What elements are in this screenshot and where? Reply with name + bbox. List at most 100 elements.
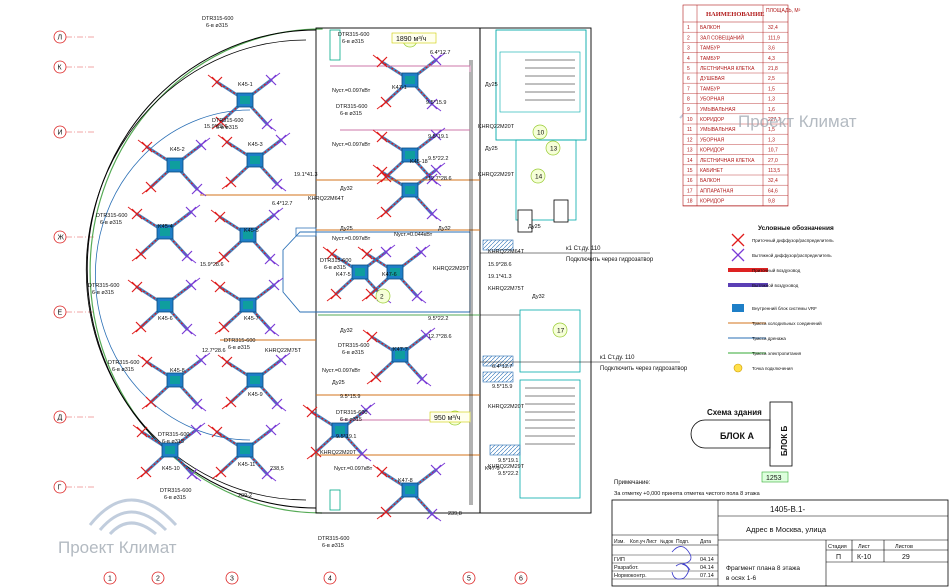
airflow-arrow-icon — [141, 401, 152, 410]
legend-item-label: Точка подключения — [752, 366, 793, 371]
dtr-sublabel: 6-в ø315 — [342, 350, 364, 356]
airflow-arrow-icon — [200, 137, 211, 146]
axis-col-label: 3 — [230, 576, 234, 583]
supply-duct — [381, 134, 437, 180]
scheme-dimension: 1253 — [766, 475, 782, 482]
legend-item-label: Вытяжной диффузор/распределитель — [752, 252, 832, 258]
airflow-arrow-icon — [273, 277, 284, 286]
axis-col-label: 6 — [519, 576, 523, 583]
pipe-size-label: 9.5*22.2 — [498, 471, 519, 477]
branch-label: KHRQ22M20T — [320, 450, 357, 456]
dtr-label: DTR315-600 — [336, 410, 368, 416]
axis-col-bubble — [151, 571, 165, 585]
dtr-label: DTR315-600 — [318, 536, 350, 542]
axis-row-label: Ж — [58, 235, 65, 242]
airflow-arrow-icon — [431, 513, 442, 522]
room-number: 13 — [550, 146, 558, 153]
unit-label: K45-5 — [244, 228, 259, 234]
vrf-unit-core — [395, 351, 405, 359]
airflow-arrow-icon — [137, 139, 148, 148]
vrf-unit-core — [160, 301, 170, 309]
room-number-marker — [530, 168, 546, 184]
airflow-arrow-icon — [416, 295, 427, 304]
pipe-size-label: 12.7*28.6 — [202, 348, 226, 354]
room-row-area: 1,5 — [768, 86, 775, 92]
signature — [671, 546, 692, 580]
room-row-number: 8 — [687, 97, 690, 103]
room-row-number: 1 — [687, 25, 690, 31]
airflow-arrow-icon — [196, 403, 207, 412]
airflow-arrow-icon — [365, 402, 376, 411]
pipe-size-label: 6.4*12.7 — [492, 364, 513, 370]
airflow-arrow-icon — [357, 246, 368, 255]
airflow-arrow-icon — [280, 132, 291, 141]
room-number-marker — [552, 322, 568, 338]
airflow-arrow-icon — [131, 253, 142, 262]
legend-unit-icon — [732, 304, 744, 312]
room-row-name: УМЫВАЛЬНАЯ — [700, 127, 736, 133]
airflow-arrow-icon — [431, 103, 442, 112]
pipe-size-label: 9.5*15.9 — [492, 384, 513, 390]
pipe-size-label: 9.5*15.9 — [340, 394, 361, 400]
airflow-arrow-icon — [127, 279, 138, 288]
dtr-label: DTR315-600 — [320, 258, 352, 264]
scheme-block-a: БЛОК А — [720, 431, 755, 441]
drain-label: Ду32 — [438, 226, 451, 232]
unit-label: K45-3 — [248, 142, 263, 148]
drain-label: Ду25 — [340, 226, 353, 232]
room-row-number: 18 — [687, 199, 693, 205]
axis-row-label: И — [58, 130, 63, 137]
airflow-arrow-icon — [276, 183, 287, 192]
note-title: Примечание: — [614, 480, 651, 486]
axis-col-label: 5 — [467, 576, 471, 583]
stamp-role: ГИП — [614, 557, 625, 563]
airflow-arrow-icon — [221, 401, 232, 410]
flow-marks: 1890 м³/ч 950 м³/ч — [391, 32, 471, 423]
unit-label: K47-8 — [398, 478, 413, 484]
vrf-unit-core — [355, 268, 365, 276]
airflow-arrow-icon — [376, 101, 387, 110]
dtr-sublabel: 6-в ø315 — [206, 23, 228, 29]
room-row-area: 3,6 — [768, 46, 775, 52]
supply-duct — [219, 214, 275, 260]
supply-duct — [146, 359, 202, 405]
dtr-sublabel: 6-в ø315 — [162, 439, 184, 445]
unit-label: K47-9 — [485, 466, 500, 472]
stamp-sheet: К-10 — [857, 554, 871, 561]
dtr-label: DTR315-600 — [108, 360, 140, 366]
room-row-name: БАЛКОН — [700, 25, 721, 31]
supply-duct — [366, 251, 422, 297]
dtr-sublabel: 6-в ø315 — [164, 495, 186, 501]
legend-diffuser-icon — [731, 233, 745, 247]
pipe-size-label: 6.4*12.7 — [430, 50, 451, 56]
dtr-sublabel: 6-в ø315 — [216, 125, 238, 131]
drain-label: Ду32 — [532, 294, 545, 300]
small-annotation: 209-2 — [238, 493, 252, 499]
stamp-date: 04.14 — [700, 565, 714, 571]
supply-duct — [331, 251, 387, 297]
vrf-unit-core — [335, 426, 345, 434]
legend-item-label: Приточный воздуховод — [752, 267, 801, 273]
room-number: 14 — [535, 174, 543, 181]
room-row-area: 1,3 — [768, 97, 775, 103]
airflow-arrow-icon — [376, 511, 387, 520]
room-row-area: 2,5 — [768, 76, 775, 82]
vrf-unit-core — [243, 231, 253, 239]
dtr-label: DTR315-600 — [224, 338, 256, 344]
vrf-unit-core — [405, 76, 415, 84]
supply-duct — [216, 429, 272, 475]
axis-row-label: Л — [58, 35, 63, 42]
pipe-size-label: 19.1*41.3 — [294, 172, 318, 178]
room-table-header-name: НАИМЕНОВАНИЕ — [706, 11, 764, 18]
room-number: 10 — [537, 130, 545, 137]
supply-duct — [141, 429, 197, 475]
unit-label: K45-9 — [248, 392, 263, 398]
supply-duct — [381, 469, 437, 515]
branch-label: KHRQ22M20T — [478, 124, 515, 130]
airflow-arrow-icon — [435, 52, 446, 61]
airflow-arrow-icon — [273, 207, 284, 216]
vrf-unit-core — [390, 268, 400, 276]
legend-duct-icon — [728, 283, 768, 287]
pipe-size-label: 6.4*12.7 — [272, 201, 293, 207]
